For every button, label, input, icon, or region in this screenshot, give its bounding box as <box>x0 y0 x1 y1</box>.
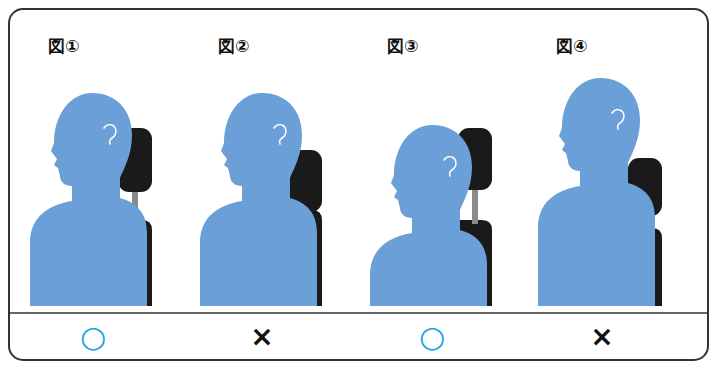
wrong-mark: × <box>590 323 613 351</box>
wrong-mark: × <box>250 323 273 351</box>
person <box>370 125 487 306</box>
person <box>538 78 655 306</box>
figures <box>30 78 662 306</box>
ear <box>104 125 116 144</box>
correct-mark: ○ <box>80 322 106 352</box>
figure-label: 図④ <box>556 38 587 55</box>
figure-label: 図① <box>48 38 79 55</box>
headrest-post <box>472 190 478 224</box>
divider-line <box>9 312 708 314</box>
person <box>30 93 147 306</box>
person-silhouette <box>30 93 147 306</box>
person <box>200 93 317 306</box>
correct-mark: ○ <box>419 322 445 352</box>
person-silhouette <box>370 125 487 306</box>
seat-figure <box>538 78 662 306</box>
figure-label: 図③ <box>387 38 418 55</box>
ear <box>444 157 456 176</box>
seat-figure <box>30 93 152 306</box>
seat-figure <box>370 125 492 306</box>
person-silhouette <box>200 93 317 306</box>
person-silhouette <box>538 78 655 306</box>
frame <box>9 9 708 360</box>
ear <box>274 125 286 144</box>
seat-figure <box>200 93 322 306</box>
figure-label: 図② <box>218 38 249 55</box>
ear <box>612 110 624 129</box>
